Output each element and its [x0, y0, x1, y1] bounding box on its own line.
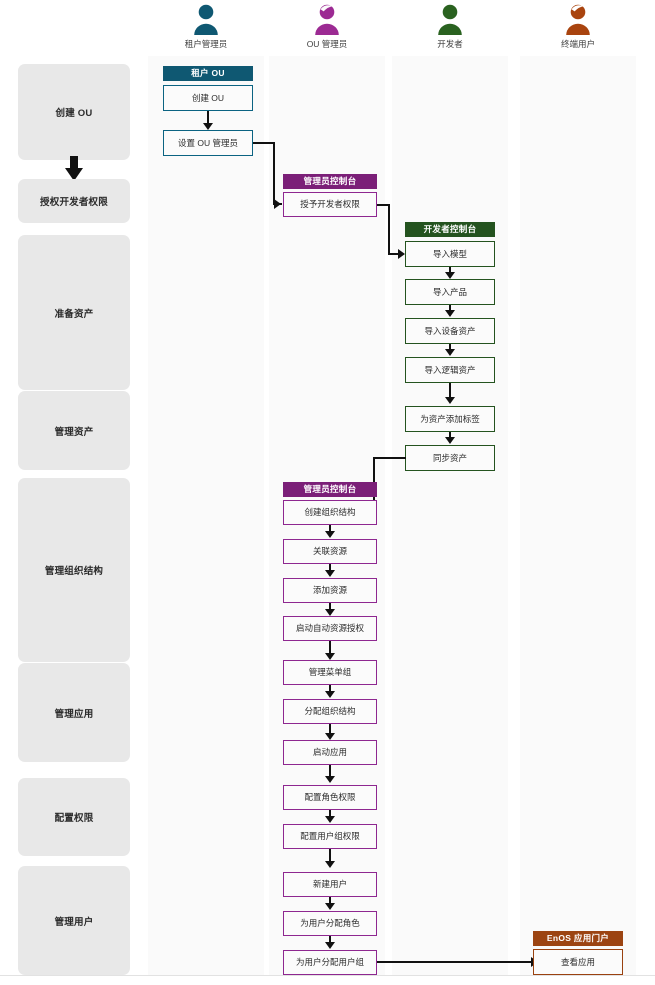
- node-config-usergroup-permission[interactable]: 配置用户组权限: [283, 824, 377, 849]
- connector-seg: [329, 564, 331, 572]
- arrowhead-down: [445, 437, 455, 444]
- node-assign-org-structure[interactable]: 分配组织结构: [283, 699, 377, 724]
- connector-seg: [449, 305, 451, 313]
- phase-grant-dev-rights: 授权开发者权限: [18, 179, 130, 223]
- connector-seg: [253, 142, 275, 144]
- connector-seg: [329, 603, 331, 611]
- persona-label: 终端用户: [560, 39, 595, 49]
- node-import-logic-asset[interactable]: 导入逻辑资产: [405, 357, 495, 383]
- arrowhead-down: [325, 776, 335, 783]
- group-header-developer-console: 开发者控制台: [405, 222, 495, 237]
- arrowhead-down: [325, 733, 335, 740]
- arrowhead-down: [325, 570, 335, 577]
- arrowhead-down: [445, 349, 455, 356]
- connector-seg: [449, 344, 451, 352]
- phase-manage-users: 管理用户: [18, 866, 130, 975]
- node-grant-dev-permission[interactable]: 授予开发者权限: [283, 192, 377, 217]
- connector-seg: [329, 525, 331, 533]
- persona-label: OU 管理员: [306, 39, 348, 49]
- arrowhead-down: [325, 531, 335, 538]
- node-link-resource[interactable]: 关联资源: [283, 539, 377, 564]
- phase-manage-apps: 管理应用: [18, 663, 130, 762]
- connector-seg: [329, 724, 331, 735]
- connector-seg: [329, 810, 331, 818]
- group-header-enos-app-portal: EnOS 应用门户: [533, 931, 623, 946]
- connector-seg: [377, 961, 533, 963]
- person-icon: [269, 2, 385, 36]
- phase-manage-org: 管理组织结构: [18, 478, 130, 662]
- node-add-asset-tag[interactable]: 为资产添加标签: [405, 406, 495, 432]
- phase-manage-assets: 管理资产: [18, 391, 130, 470]
- group-header-tenant-ou: 租户 OU: [163, 66, 253, 81]
- node-manage-menu-group[interactable]: 管理菜单组: [283, 660, 377, 685]
- node-assign-user-group[interactable]: 为用户分配用户组: [283, 950, 377, 975]
- node-create-org-structure[interactable]: 创建组织结构: [283, 500, 377, 525]
- node-assign-user-role[interactable]: 为用户分配角色: [283, 911, 377, 936]
- node-enable-auto-resource-auth[interactable]: 启动自动资源授权: [283, 616, 377, 641]
- arrowhead-down: [445, 272, 455, 279]
- group-header-admin-console-2: 管理员控制台: [283, 482, 377, 497]
- person-icon: [520, 2, 636, 36]
- node-sync-asset[interactable]: 同步资产: [405, 445, 495, 471]
- persona-tenant-admin: 租户管理员: [148, 2, 264, 50]
- connector-seg: [388, 204, 390, 254]
- persona-end-user: 终端用户: [520, 2, 636, 50]
- person-icon: [392, 2, 508, 36]
- node-create-user[interactable]: 新建用户: [283, 872, 377, 897]
- connector-seg: [449, 383, 451, 399]
- arrowhead-down: [445, 310, 455, 317]
- connector-seg: [449, 267, 451, 275]
- node-launch-app[interactable]: 启动应用: [283, 740, 377, 765]
- node-add-resource[interactable]: 添加资源: [283, 578, 377, 603]
- arrowhead-down: [203, 123, 213, 130]
- connector-seg: [329, 685, 331, 693]
- node-create-ou[interactable]: 创建 OU: [163, 85, 253, 111]
- arrowhead-down: [325, 942, 335, 949]
- diagram-baseline: [0, 975, 655, 976]
- connector-seg: [329, 849, 331, 863]
- connector-seg: [329, 936, 331, 944]
- arrowhead-down: [325, 609, 335, 616]
- phase-create-ou: 创建 OU: [18, 64, 130, 160]
- connector-seg: [329, 765, 331, 777]
- persona-label: 开发者: [437, 39, 463, 49]
- node-import-device-asset[interactable]: 导入设备资产: [405, 318, 495, 344]
- connector-seg: [388, 253, 398, 255]
- phase-prepare-assets: 准备资产: [18, 235, 130, 390]
- person-icon: [148, 2, 264, 36]
- persona-developer: 开发者: [392, 2, 508, 50]
- connector-seg: [377, 204, 390, 206]
- connector-create-ou-to-set-admin: [207, 111, 209, 125]
- persona-ou-admin: OU 管理员: [269, 2, 385, 50]
- swimlane-end-user: [520, 56, 636, 975]
- phase-arrow-down: [65, 156, 83, 182]
- arrowhead-down: [325, 653, 335, 660]
- connector-seg: [373, 457, 406, 459]
- arrowhead-right: [398, 249, 405, 259]
- arrowhead-down: [325, 861, 335, 868]
- node-config-role-permission[interactable]: 配置角色权限: [283, 785, 377, 810]
- arrowhead-down: [325, 691, 335, 698]
- arrowhead-down: [325, 816, 335, 823]
- node-import-model[interactable]: 导入模型: [405, 241, 495, 267]
- connector-seg: [329, 641, 331, 655]
- connector-seg: [449, 432, 451, 440]
- node-set-ou-admin[interactable]: 设置 OU 管理员: [163, 130, 253, 156]
- node-import-product[interactable]: 导入产品: [405, 279, 495, 305]
- group-header-admin-console-1: 管理员控制台: [283, 174, 377, 189]
- arrowhead-right: [274, 199, 281, 209]
- swimlane-developer: [392, 56, 508, 975]
- arrowhead-down: [325, 903, 335, 910]
- phase-config-perms: 配置权限: [18, 778, 130, 856]
- persona-label: 租户管理员: [184, 39, 228, 49]
- arrowhead-down: [445, 397, 455, 404]
- connector-seg: [329, 897, 331, 905]
- connector-seg: [273, 142, 275, 205]
- swimlane-tenant-admin: [148, 56, 264, 975]
- node-view-app[interactable]: 查看应用: [533, 949, 623, 975]
